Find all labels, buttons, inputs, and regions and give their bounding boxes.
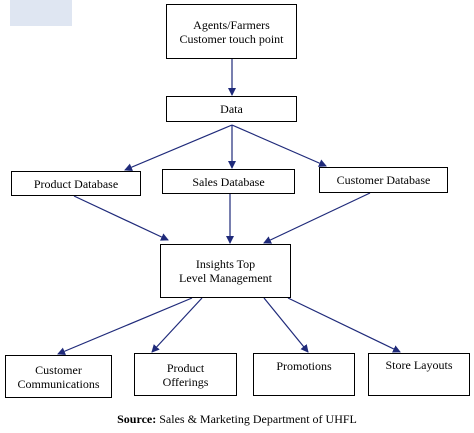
arrow-customer-db-to-insights <box>263 192 371 244</box>
customer-database-node: Customer Database <box>319 167 448 193</box>
arrow-insights-to-promotions <box>263 297 309 353</box>
promotions-node: Promotions <box>253 353 355 396</box>
data-node: Data <box>166 96 297 122</box>
arrow-insights-to-store-layouts <box>287 297 401 353</box>
source-caption: Source: Sales & Marketing Department of … <box>0 412 474 427</box>
arrow-data-to-product-db <box>124 124 233 171</box>
store-layouts-node: Store Layouts <box>368 353 470 396</box>
arrow-data-to-customer-db <box>231 124 327 167</box>
caption-text: Sales & Marketing Department of UHFL <box>159 412 357 426</box>
product-database-node: Product Database <box>11 171 141 196</box>
corner-decoration <box>10 0 72 26</box>
arrow-product-db-to-insights <box>73 195 169 241</box>
arrow-insights-to-customer-comms <box>57 297 193 355</box>
sales-database-node: Sales Database <box>162 169 295 194</box>
caption-label: Source: <box>117 412 157 426</box>
arrow-insights-to-product-offerings <box>151 297 203 353</box>
